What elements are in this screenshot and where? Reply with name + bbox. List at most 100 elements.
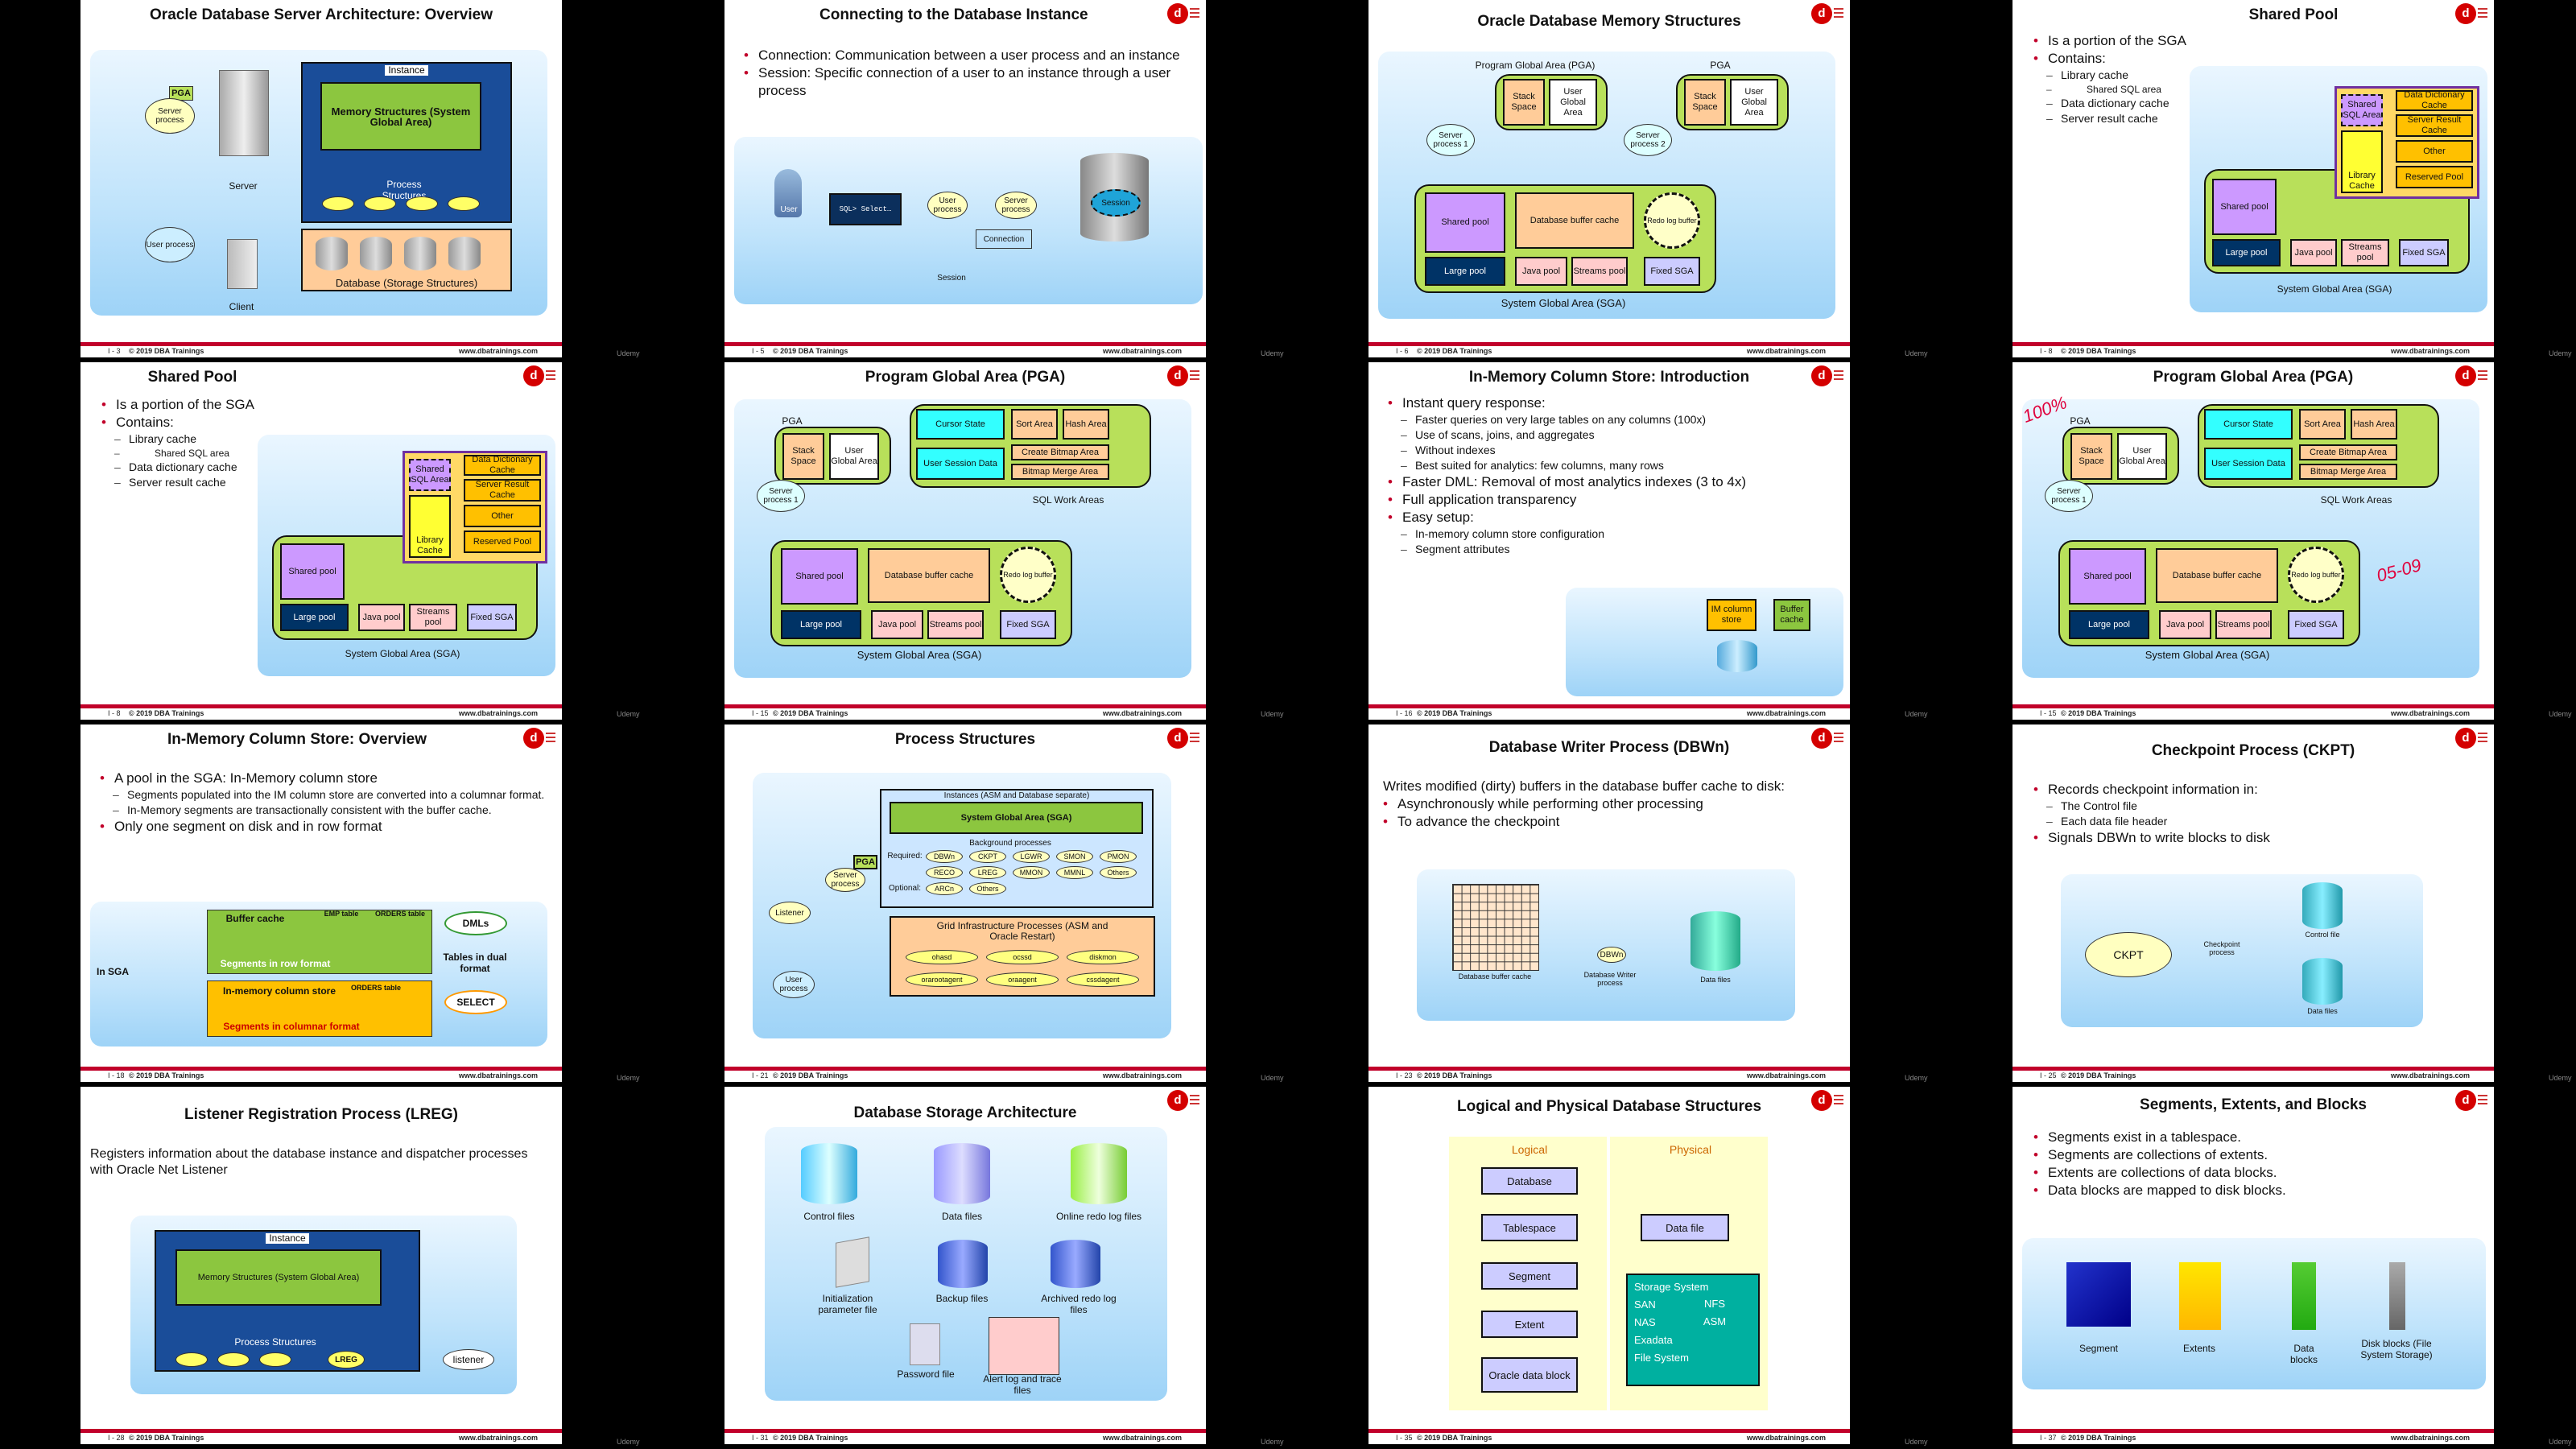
slide-process-structures[interactable]: d Process Structures Instances (ASM and … [724,724,1206,1082]
fixed-sga: Fixed SGA [2288,610,2344,639]
imcs-label: In-memory column store [222,985,336,997]
slide-storage-architecture[interactable]: d Database Storage Architecture Control … [724,1087,1206,1444]
control-file-cylinder [2302,882,2343,929]
diagram-panel: Control files Data files Online redo log… [765,1127,1167,1401]
storage-system-box: Storage System SAN NAS Exadata File Syst… [1626,1274,1760,1386]
tablespace-node: Tablespace [1481,1214,1578,1241]
bitmap-merge-area: Bitmap Merge Area [1011,464,1109,480]
server-result-cache: Server Result Cache [2396,114,2473,137]
slide-pga[interactable]: d Program Global Area (PGA) PGA Stack Sp… [724,362,1206,720]
large-pool: Large pool [2212,239,2281,266]
user-session-data: User Session Data [2204,448,2293,480]
slide-connecting[interactable]: d Connecting to the Database Instance Co… [724,0,1206,357]
slide-imcs-overview[interactable]: d In-Memory Column Store: Overview A poo… [80,724,562,1082]
fixed-sga: Fixed SGA [467,604,517,631]
slide-memory-structures[interactable]: d Oracle Database Memory Structures Prog… [1368,0,1850,357]
orders-table-label: ORDERS table [350,984,401,992]
slide-lreg[interactable]: Listener Registration Process (LREG) Reg… [80,1087,562,1444]
background-processes: Background processes [969,839,1051,848]
process-ellipse [364,196,396,211]
udemy-watermark: Udemy [617,1074,640,1082]
database-buffer-cache: Database buffer cache [1515,192,1634,249]
disk-icon [360,237,392,270]
slide-title: In-Memory Column Store: Introduction [1468,369,1750,386]
bullet-list: Is a portion of the SGA Contains: Librar… [2030,32,2296,126]
password-file-icon [910,1323,940,1365]
user-process: User process [773,971,815,998]
bullet-list: Connection: Communication between a user… [741,47,1191,100]
nfs-label: NFS [1704,1298,1725,1310]
password-file-label: Password file [897,1368,955,1380]
slide-server-architecture[interactable]: Oracle Database Server Architecture: Ove… [80,0,562,357]
slide-title: Shared Pool [147,369,237,386]
slide-shared-pool[interactable]: d Shared Pool Is a portion of the SGA Co… [2013,0,2494,357]
alert-log-label: Alert log and trace files [983,1373,1062,1396]
select-ellipse: SELECT [444,990,507,1014]
sga-box: System Global Area (SGA) [890,802,1143,834]
java-pool: Java pool [1515,257,1567,286]
diagram-panel: CKPT Checkpoint process Control file Dat… [2061,874,2423,1027]
pga-label: Program Global Area (PGA) [1475,60,1596,71]
process-diskmon: diskmon [1067,950,1139,964]
process-pmon: PMON [1100,850,1137,863]
slide-segments-extents-blocks[interactable]: d Segments, Extents, and Blocks Segments… [2013,1087,2494,1444]
slide-logical-physical[interactable]: d Logical and Physical Database Structur… [1368,1087,1850,1444]
process-structures-label: Process Structures [234,1336,316,1348]
slide-title: Listener Registration Process (LREG) [184,1106,458,1123]
redo-log-buffer: Redo log buffer [1644,192,1700,249]
large-pool: Large pool [280,604,349,631]
hash-area: Hash Area [2351,409,2397,440]
imcs-box [207,980,432,1037]
slide-title: Connecting to the Database Instance [819,6,1088,23]
disk-blocks-label: Disk blocks (File System Storage) [2360,1338,2433,1360]
slide-shared-pool-2[interactable]: d Shared Pool Is a portion of the SGA Co… [80,362,562,720]
slide-title: Process Structures [894,731,1036,748]
slide-ckpt[interactable]: d Checkpoint Process (CKPT) Records chec… [2013,724,2494,1082]
server-process-1: Server process 1 [1426,124,1475,156]
slide-title: Database Storage Architecture [853,1104,1077,1121]
segment-node: Segment [1481,1262,1578,1290]
create-bitmap-area: Create Bitmap Area [1011,444,1109,460]
server-icon [219,70,269,156]
uga: User Global Area [1730,79,1778,126]
process-ohasd: ohasd [906,950,978,964]
data-dictionary-cache: Data Dictionary Cache [2396,90,2473,111]
required-label: Required: [887,852,923,861]
logo-icon: d [2455,728,2487,750]
asm-label: ASM [1703,1315,1727,1327]
instance-label: Instance [385,65,428,76]
udemy-watermark: Udemy [617,1438,640,1446]
dual-format-label: Tables in dual format [443,952,507,974]
server-result-cache: Server Result Cache [464,479,541,502]
streams-pool: Streams pool [409,604,457,631]
slide-dbwn[interactable]: d Database Writer Process (DBWn) Writes … [1368,724,1850,1082]
extent-node: Extent [1481,1311,1578,1338]
diagram-panel: Instances (ASM and Database separate) Sy… [753,773,1171,1038]
redo-log-buffer: Redo log buffer [1000,547,1056,603]
sql-work-areas: SQL Work Areas [1032,494,1104,506]
slide-imcs-intro[interactable]: d In-Memory Column Store: Introduction I… [1368,362,1850,720]
process-ellipse [448,196,480,211]
process-cssdagent: cssdagent [1067,972,1139,987]
udemy-watermark: Udemy [1905,1074,1928,1082]
connection-box: Connection [976,229,1032,249]
backup-files-label: Backup files [935,1293,989,1304]
udemy-watermark: Udemy [1261,349,1284,357]
sga-label: System Global Area (SGA) [2145,649,2270,661]
server-process-2: Server process 2 [1624,124,1672,156]
control-files-label: Control files [803,1211,855,1222]
memory-structures-box: Memory Structures (System Global Area) [320,82,481,151]
pga-label: PGA [782,415,803,427]
optional-label: Optional: [888,884,922,893]
handwritten-annotation: 05-09 [2374,555,2424,586]
fixed-sga: Fixed SGA [1644,257,1700,286]
slide-pga-annotated[interactable]: d Program Global Area (PGA) PGA Stack Sp… [2013,362,2494,720]
redo-log-buffer: Redo log buffer [2288,547,2344,603]
java-pool: Java pool [358,604,405,631]
streams-pool: Streams pool [927,610,984,639]
process-oraagent: oraagent [986,972,1059,987]
